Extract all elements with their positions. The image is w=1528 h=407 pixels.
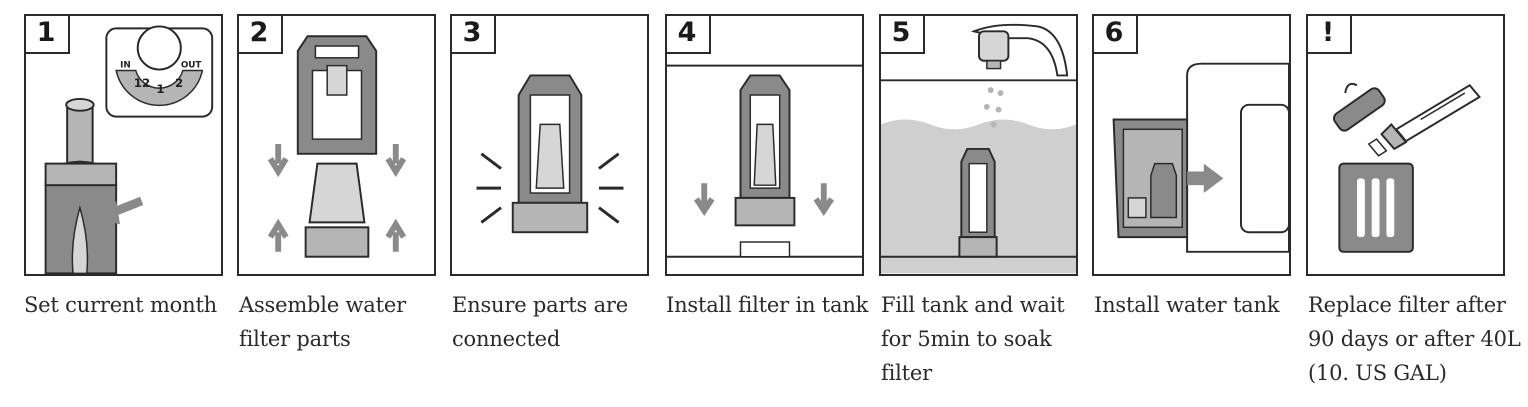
step-4-panel: 4 bbox=[665, 14, 864, 276]
dial-month-2: 2 bbox=[175, 76, 183, 90]
step-6-panel: 6 bbox=[1092, 14, 1291, 276]
step-1-panel: IN OUT 12 1 2 1 bbox=[24, 14, 223, 276]
step-3-panel: 3 bbox=[450, 14, 649, 276]
step-5-panel: 5 bbox=[879, 14, 1078, 276]
step-2-panel: 2 bbox=[237, 14, 436, 276]
install-tank-illustration bbox=[1112, 62, 1289, 253]
step-6-number: 6 bbox=[1094, 16, 1138, 54]
step-replace-panel: ! bbox=[1306, 14, 1505, 276]
step-5-caption: Fill tank and wait for 5min to soak filt… bbox=[881, 293, 1065, 385]
step-1-number: 1 bbox=[26, 16, 70, 54]
step-2-caption: Assemble water filter parts bbox=[239, 293, 406, 351]
dial-month-12: 12 bbox=[134, 76, 150, 90]
step-4-number: 4 bbox=[667, 16, 711, 54]
step-1-caption: Set current month bbox=[24, 293, 218, 317]
step-3-caption: Ensure parts are connected bbox=[452, 293, 628, 351]
set-month-illustration: IN OUT 12 1 2 bbox=[44, 25, 214, 274]
replace-filter-illustration bbox=[1332, 82, 1481, 253]
dial-in-label: IN bbox=[120, 61, 131, 71]
fill-tank-illustration bbox=[881, 23, 1076, 274]
dial-out-label: OUT bbox=[181, 61, 202, 71]
parts-connected-illustration bbox=[476, 74, 624, 234]
step-5-number: 5 bbox=[881, 16, 925, 54]
install-filter-illustration bbox=[667, 64, 862, 258]
assemble-parts-illustration bbox=[267, 35, 407, 258]
step-replace-caption: Replace filter after 90 days or after 40… bbox=[1308, 293, 1521, 385]
step-2-number: 2 bbox=[239, 16, 283, 54]
step-3-number: 3 bbox=[452, 16, 496, 54]
step-4-caption: Install filter in tank bbox=[666, 293, 869, 317]
step-6-caption: Install water tank bbox=[1094, 293, 1280, 317]
dial-month-1: 1 bbox=[156, 82, 164, 96]
step-replace-number: ! bbox=[1308, 16, 1352, 54]
